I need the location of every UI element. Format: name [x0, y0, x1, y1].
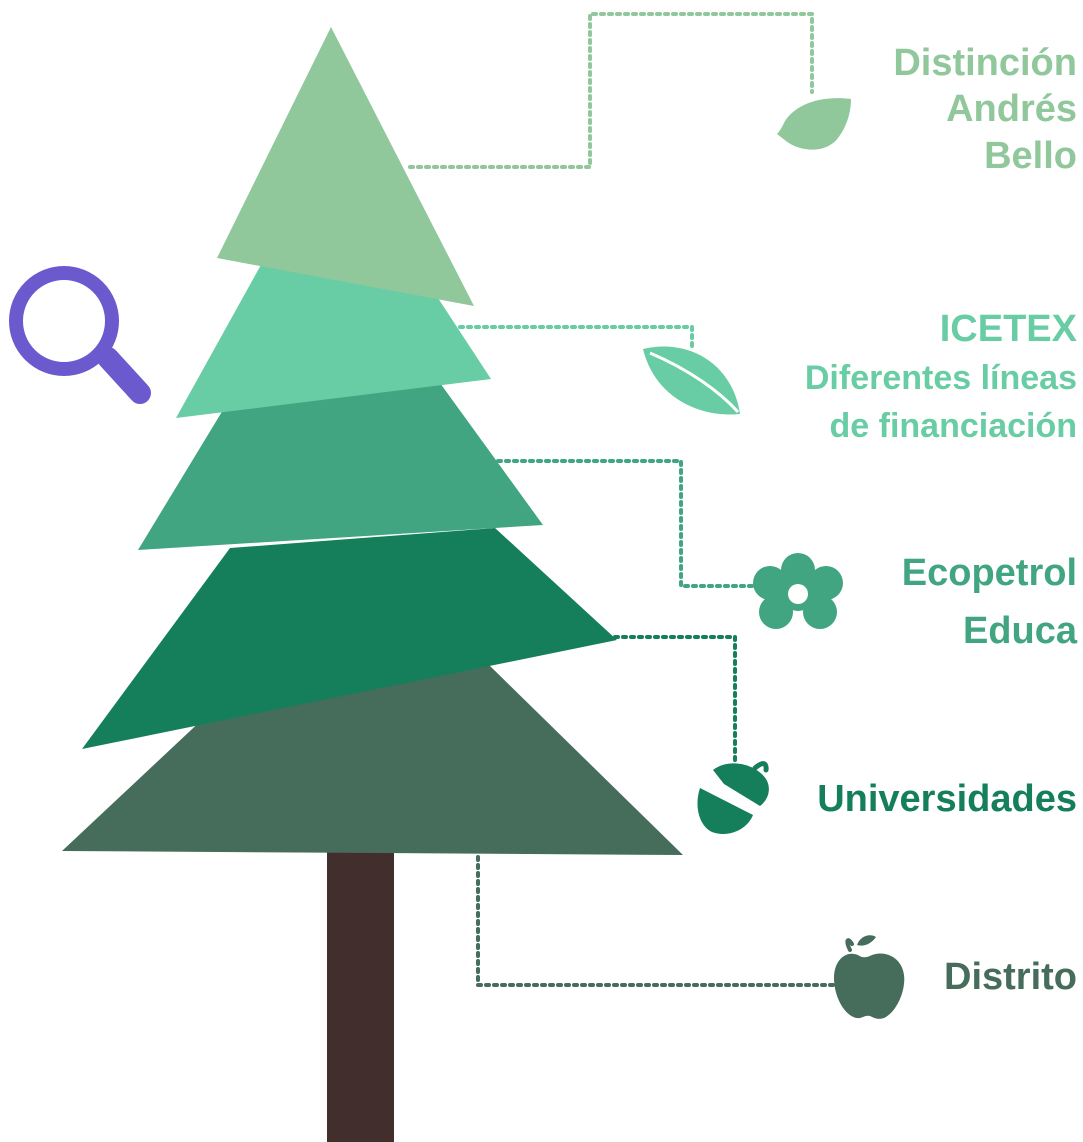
connector-universidades — [613, 635, 737, 762]
label-title: ICETEX — [939, 308, 1077, 350]
flower-icon — [753, 553, 843, 629]
acorn-icon — [697, 761, 769, 835]
leaf-long-icon — [643, 346, 740, 415]
connector-distrito — [476, 855, 842, 987]
tree-tier-4 — [82, 528, 617, 749]
label-line: Andrés — [946, 88, 1077, 131]
label-line: Educa — [962, 610, 1077, 653]
label-line: Ecopetrol — [901, 552, 1077, 594]
tree-trunk — [327, 846, 394, 1142]
label-distincion-andres-bello: Distinción Andrés Bello — [893, 40, 1077, 179]
connector-distincion — [408, 12, 814, 169]
label-line: Distinción — [893, 42, 1077, 84]
tree-tier-top — [217, 27, 474, 306]
label-line: Distrito — [944, 956, 1077, 998]
tree-tier-2 — [176, 263, 491, 418]
label-distrito: Distrito — [944, 954, 1077, 1000]
magnifier-icon — [9, 266, 151, 404]
apple-icon — [834, 935, 905, 1019]
label-universidades: Universidades — [817, 776, 1077, 822]
label-ecopetrol-educa: Ecopetrol Educa — [902, 544, 1077, 660]
label-line: Universidades — [817, 778, 1077, 820]
label-line: Diferentes líneas — [804, 358, 1077, 397]
tree-tier-3 — [138, 383, 543, 550]
connector-icetex — [458, 325, 694, 349]
leaf-round-icon — [777, 98, 851, 150]
label-icetex: ICETEX Diferentes líneas de financiación — [805, 306, 1077, 450]
connector-ecopetrol — [496, 459, 762, 588]
label-line: de financiación — [829, 406, 1078, 445]
label-line: Bello — [984, 134, 1077, 177]
